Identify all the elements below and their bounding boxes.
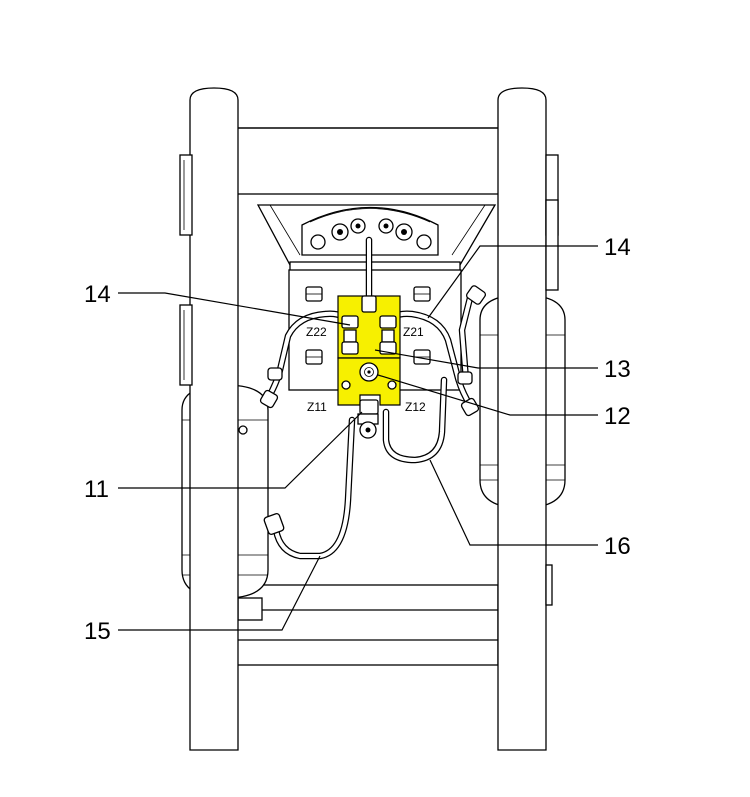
callout-15: 15 [84, 618, 111, 645]
callout-labels: 14 14 13 12 11 16 15 [84, 234, 631, 645]
housing-bolts [310, 218, 432, 250]
callout-13: 13 [604, 356, 631, 383]
callout-11: 11 [84, 476, 109, 503]
valve-block [337, 295, 401, 439]
callout-12: 12 [604, 403, 631, 430]
frame [235, 127, 505, 666]
port-label-z21: Z21 [403, 325, 424, 339]
right-rail [497, 87, 559, 751]
callout-16: 16 [604, 533, 631, 560]
fittings [259, 285, 487, 535]
port-label-z11: Z11 [307, 400, 327, 414]
port-label-z22: Z22 [306, 325, 327, 339]
plate-bolts [305, 286, 431, 365]
port-labels: Z22 Z21 Z11 Z12 [306, 325, 426, 414]
callout-14-left: 14 [84, 281, 111, 308]
left-rail [179, 87, 239, 751]
port-label-z12: Z12 [405, 400, 426, 414]
leader-lines [118, 245, 598, 631]
callout-14-right: 14 [604, 234, 631, 261]
